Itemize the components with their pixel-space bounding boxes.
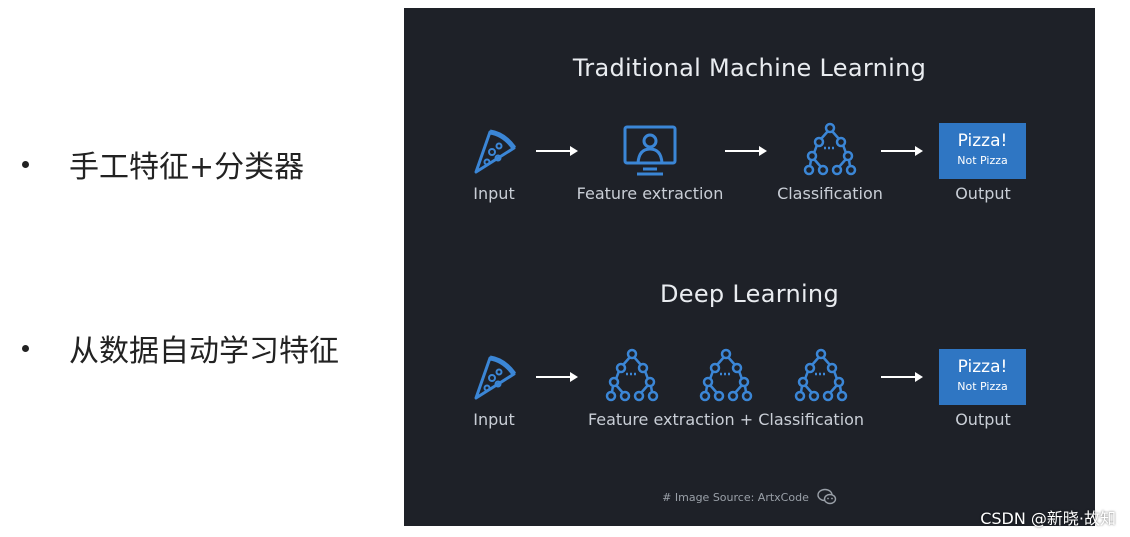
bullet-item: 手工特征+分类器: [22, 142, 304, 186]
traditional-title: Traditional Machine Learning: [572, 54, 927, 82]
tree-icon: [794, 348, 848, 402]
traditional-input-label: Input: [473, 184, 515, 203]
tree-icon: [605, 348, 659, 402]
output-main-text: Pizza!: [957, 357, 1008, 377]
pizza-icon: [474, 355, 517, 400]
output-box: Pizza! Not Pizza: [939, 349, 1026, 405]
output-main-text: Pizza!: [957, 131, 1008, 151]
output-sub-text: Not Pizza: [957, 380, 1008, 393]
arrow-icon: [881, 146, 923, 156]
combined-label: Feature extraction + Classification: [587, 410, 865, 429]
tree-icon: [803, 122, 857, 176]
diagram-panel: Traditional Machine Learning Input Featu…: [404, 8, 1095, 526]
person-monitor-icon: [623, 125, 677, 176]
feature-extraction-label: Feature extraction: [576, 184, 724, 203]
traditional-output-label: Output: [955, 184, 1011, 203]
wechat-icon: [817, 488, 837, 505]
tree-icon: [699, 348, 753, 402]
output-box: Pizza! Not Pizza: [939, 123, 1026, 179]
deep-input-label: Input: [473, 410, 515, 429]
image-source: # Image Source: ArtxCode: [404, 488, 1095, 506]
classification-label: Classification: [777, 184, 883, 203]
output-sub-text: Not Pizza: [957, 154, 1008, 167]
bullet-text: 从数据自动学习特征: [69, 334, 339, 369]
bullet-dot: [22, 344, 29, 352]
deep-title: Deep Learning: [660, 280, 839, 308]
bullet-list: 手工特征+分类器 从数据自动学习特征: [0, 0, 400, 537]
arrow-icon: [536, 372, 578, 382]
bullet-item: 从数据自动学习特征: [22, 326, 339, 370]
watermark: CSDN @新晓·故知: [980, 509, 1116, 528]
arrow-icon: [725, 146, 767, 156]
image-source-text: # Image Source: ArtxCode: [662, 490, 809, 504]
bullet-text: 手工特征+分类器: [69, 150, 305, 185]
arrow-icon: [881, 372, 923, 382]
deep-output-label: Output: [955, 410, 1011, 429]
bullet-dot: [22, 160, 29, 168]
pizza-icon: [474, 129, 517, 174]
arrow-icon: [536, 146, 578, 156]
